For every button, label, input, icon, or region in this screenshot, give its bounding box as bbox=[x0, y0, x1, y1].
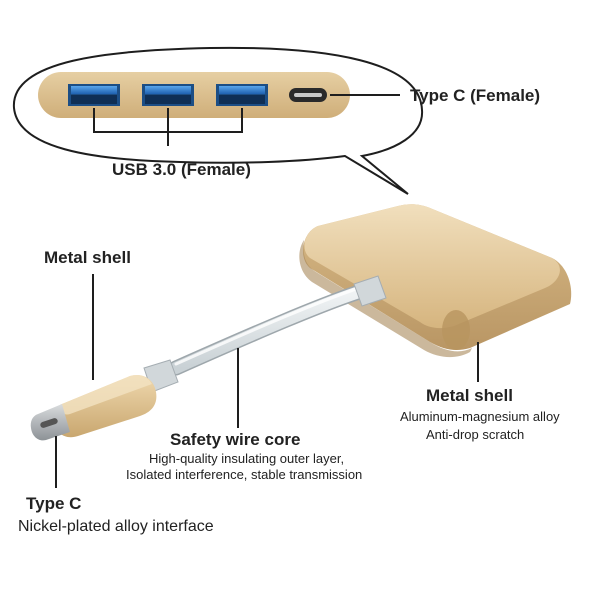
label-safety-wire-line1: High-quality insulating outer layer, bbox=[149, 451, 345, 466]
strain-relief-hub bbox=[353, 275, 387, 307]
label-metal-shell-line2: Anti-drop scratch bbox=[426, 427, 525, 442]
label-metal-shell-right: Metal shell bbox=[426, 386, 513, 405]
label-type-c-sub: Nickel-plated alloy interface bbox=[18, 518, 214, 535]
label-metal-shell-top: Metal shell bbox=[44, 248, 131, 267]
label-usb30-female: USB 3.0 (Female) bbox=[112, 160, 251, 179]
label-safety-wire-line2: Isolated interference, stable transmissi… bbox=[126, 467, 363, 482]
usb-port-1 bbox=[68, 84, 120, 106]
usb-port-2 bbox=[142, 84, 194, 106]
type-c-plug bbox=[30, 374, 157, 441]
label-safety-wire-core: Safety wire core bbox=[170, 430, 301, 449]
hub-body bbox=[299, 204, 572, 358]
usb-port-3 bbox=[216, 84, 268, 106]
label-type-c: Type C bbox=[26, 494, 82, 513]
usb-bracket-line bbox=[93, 108, 243, 146]
cable bbox=[168, 280, 380, 376]
label-type-c-female: Type C (Female) bbox=[410, 86, 541, 105]
label-metal-shell-line1: Aluminum-magnesium alloy bbox=[400, 409, 560, 424]
